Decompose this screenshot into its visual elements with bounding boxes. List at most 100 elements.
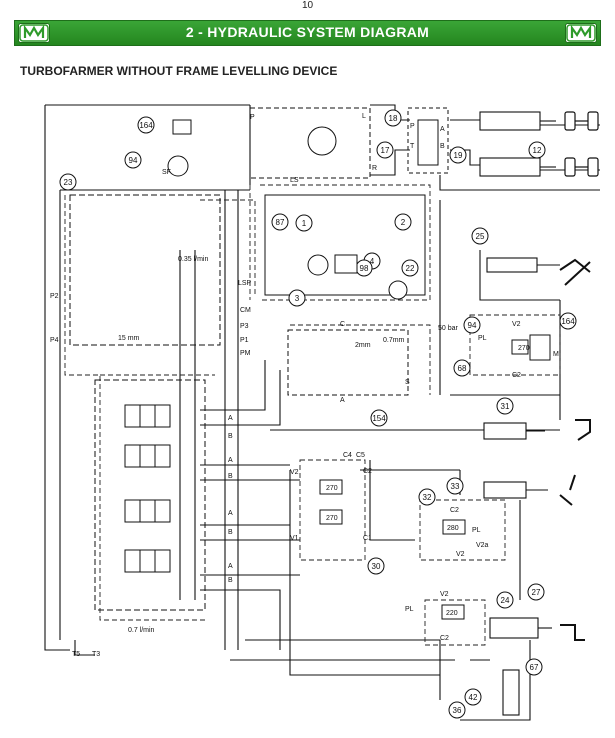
port-label: P3	[240, 323, 249, 330]
valve-block-30b	[319, 509, 343, 525]
callout-circle	[464, 688, 482, 706]
callout-circle	[401, 259, 419, 277]
port-label: PL	[478, 335, 487, 342]
pilot-line	[299, 459, 366, 561]
main-line	[289, 470, 440, 676]
port-label: C2	[512, 372, 521, 379]
pressure-gauge-22	[388, 280, 408, 300]
pilot-line	[419, 499, 506, 561]
port-label: PL	[405, 606, 414, 613]
main-line	[74, 640, 95, 656]
auxiliary-cylinder	[489, 617, 539, 639]
port-label: LS	[290, 177, 299, 184]
annotation-text: 220	[446, 610, 458, 617]
accumulator-94	[167, 155, 189, 177]
callout-number: 68	[458, 364, 467, 373]
port-label: V2	[512, 321, 521, 328]
pump-symbol	[307, 254, 329, 276]
callout-circle	[453, 359, 471, 377]
callout-number: 1	[302, 219, 307, 228]
steering-wheel-icon	[564, 111, 599, 177]
callout-number: 30	[372, 562, 381, 571]
callout-circle	[418, 488, 436, 506]
callout-number: 12	[533, 146, 542, 155]
lift-cylinder	[483, 422, 527, 440]
valve-block-30a	[319, 479, 343, 495]
telescope-cylinder	[483, 481, 527, 499]
callout-number: 67	[530, 663, 539, 672]
callout-circle	[370, 409, 388, 427]
callout-number: 2	[401, 218, 406, 227]
callout-number: 32	[423, 493, 432, 502]
port-label: T3	[92, 651, 100, 658]
main-line	[44, 105, 70, 651]
annotation-text: 0.35 l/min	[178, 256, 208, 263]
motor-symbol	[307, 126, 337, 156]
port-label: R	[372, 165, 377, 172]
callout-circle	[446, 477, 464, 495]
valve-block-24	[441, 604, 465, 620]
main-line	[200, 589, 281, 650]
port-label: A	[228, 415, 233, 422]
callout-circle	[528, 141, 546, 159]
port-label: V2	[456, 551, 465, 558]
port-label: C2	[440, 635, 449, 642]
port-label: C2	[363, 468, 372, 475]
accumulator-cylinder	[502, 669, 520, 716]
port-label: CM	[240, 307, 251, 314]
callout-number: 42	[469, 693, 478, 702]
main-line	[370, 149, 410, 176]
callout-circle	[59, 173, 77, 191]
callout-number: 31	[501, 402, 510, 411]
port-label: B	[228, 577, 233, 584]
main-line	[479, 250, 560, 301]
port-label: C4	[343, 452, 352, 459]
pilot-line	[424, 599, 486, 646]
tilt-cylinder	[486, 257, 538, 273]
callout-circle	[376, 141, 394, 159]
directional-valve-18	[417, 119, 439, 166]
callout-number: 3	[295, 294, 300, 303]
callout-number: 27	[532, 588, 541, 597]
port-label: B	[228, 433, 233, 440]
main-line	[200, 360, 266, 411]
port-label: V1	[290, 535, 299, 542]
priority-valve-block	[249, 107, 371, 179]
port-label: A	[340, 397, 345, 404]
spool-valve-section	[124, 499, 171, 523]
spool-valve-section	[124, 549, 171, 573]
port-label: P	[410, 123, 415, 130]
callout-number: 154	[372, 414, 386, 423]
port-label: M	[553, 351, 559, 358]
callout-circle	[271, 213, 289, 231]
page-number: 10	[301, 0, 314, 11]
annotation-text: 270	[326, 485, 338, 492]
callout-number: 17	[381, 146, 390, 155]
distributor-frame	[94, 379, 206, 611]
callout-number: 19	[454, 151, 463, 160]
main-line	[200, 370, 281, 426]
left-control-block	[69, 194, 221, 346]
callout-number: 18	[389, 114, 398, 123]
callout-circle	[295, 214, 313, 232]
callout-number: 98	[360, 264, 369, 273]
pressure-switch-164	[172, 119, 192, 135]
callout-circle	[463, 316, 481, 334]
port-label: L	[362, 113, 366, 120]
port-label: P2	[50, 293, 59, 300]
callout-circle	[496, 397, 514, 415]
port-label: PL	[472, 527, 481, 534]
port-label: T	[410, 143, 415, 150]
port-label: S	[405, 379, 410, 386]
callout-circle	[496, 591, 514, 609]
annotation-text: 15 mm	[118, 335, 140, 342]
port-label: C1	[363, 535, 372, 542]
port-label: V2	[440, 591, 449, 598]
port-label: A	[440, 126, 445, 133]
callout-number: 36	[453, 706, 462, 715]
merlo-logo-icon	[18, 23, 50, 43]
header-banner: 2 - HYDRAULIC SYSTEM DIAGRAM	[14, 20, 601, 46]
pilot-line	[290, 324, 431, 395]
